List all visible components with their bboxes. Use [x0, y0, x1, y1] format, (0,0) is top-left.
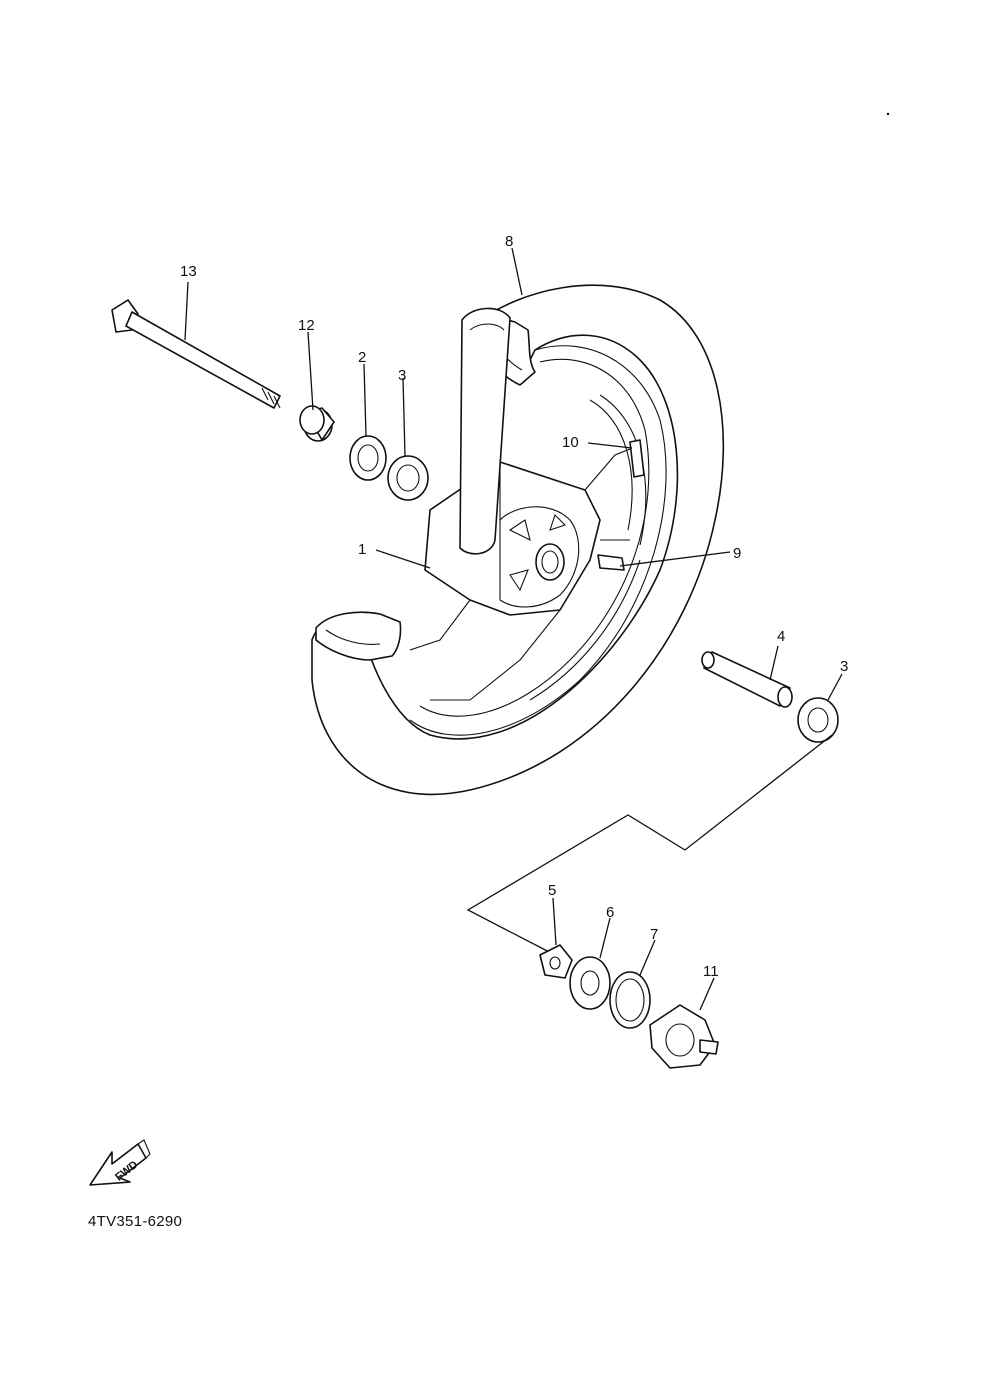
callout-9: 9 — [733, 545, 741, 562]
gear — [569, 956, 611, 1010]
assembly-bracket — [466, 734, 833, 956]
callout-13: 13 — [180, 263, 197, 280]
fwd-arrow-icon: FWD — [89, 1139, 151, 1186]
leader-lines — [184, 247, 843, 1011]
oil-seal — [609, 971, 651, 1029]
callout-1: 1 — [358, 541, 366, 558]
callout-5: 5 — [548, 882, 556, 899]
valve — [629, 439, 645, 478]
callouts: 13 12 2 3 8 10 1 9 4 3 5 6 7 11 — [180, 233, 848, 980]
callout-7: 7 — [650, 926, 658, 943]
retainer — [539, 944, 573, 979]
wheel-hub — [409, 307, 641, 701]
callout-4: 4 — [777, 628, 785, 645]
callout-12: 12 — [298, 317, 315, 334]
callout-11: 11 — [703, 963, 719, 980]
callout-2: 2 — [358, 349, 366, 366]
dot-mark — [886, 112, 890, 116]
speedometer-gear-unit — [649, 1004, 719, 1069]
bearing-3-upper — [387, 455, 429, 501]
spacer — [701, 651, 793, 708]
bearing-3-lower — [797, 697, 839, 743]
bolt — [597, 554, 625, 571]
collar — [299, 405, 335, 442]
axle-bolt — [111, 299, 281, 409]
bearing-2 — [349, 435, 387, 481]
callout-3-upper: 3 — [398, 367, 406, 384]
callout-8: 8 — [505, 233, 513, 250]
callout-3-lower: 3 — [840, 658, 848, 675]
callout-6: 6 — [606, 904, 614, 921]
diagram-code: 4TV351-6290 — [88, 1213, 182, 1230]
callout-10: 10 — [562, 434, 579, 451]
